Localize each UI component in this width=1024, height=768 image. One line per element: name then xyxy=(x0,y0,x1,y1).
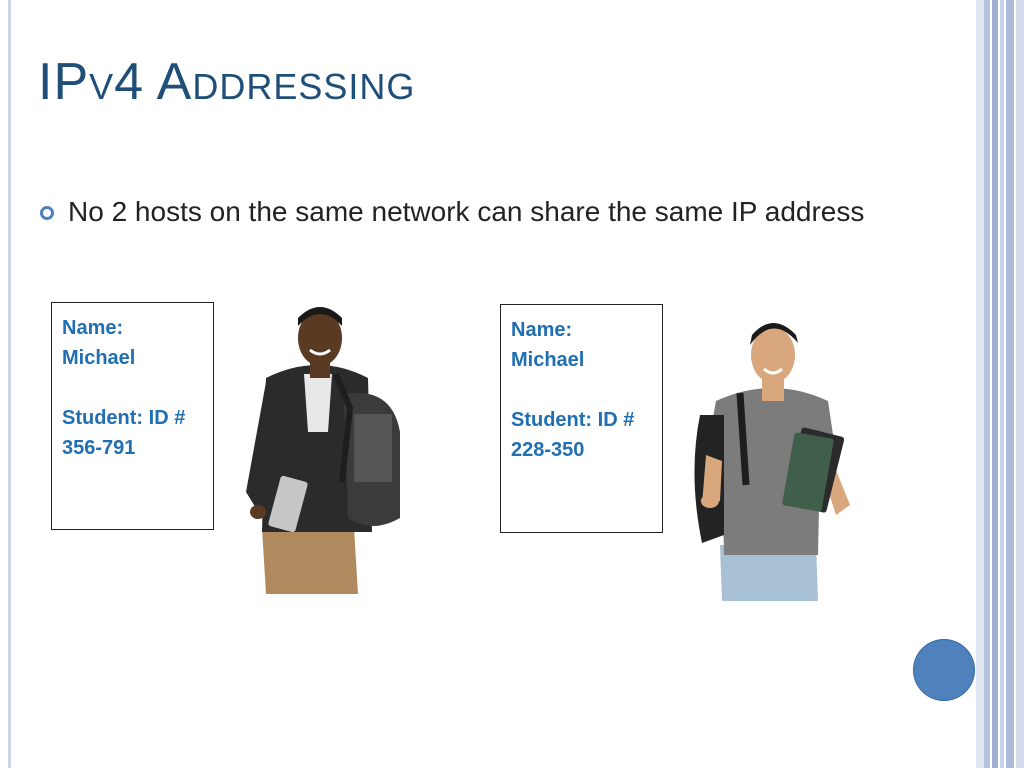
card-name-value: Michael xyxy=(62,347,136,369)
title-rest: v4 Addressing xyxy=(89,53,416,111)
slide-title: IPv4 Addressing xyxy=(38,52,415,112)
circle-bullet-icon xyxy=(40,206,54,220)
student-photo-2 xyxy=(680,305,872,601)
title-prefix: IP xyxy=(38,53,90,111)
right-decorative-stripes xyxy=(976,0,1024,768)
card-id-label: Student: ID # xyxy=(511,409,635,431)
card-id-value: 356-791 xyxy=(62,437,136,459)
card-id-value: 228-350 xyxy=(511,439,585,461)
card-name-label: Name: xyxy=(62,317,124,339)
card-name-value: Michael xyxy=(511,349,585,371)
student-id-card-2: Name: Michael Student: ID # 228-350 xyxy=(500,304,663,533)
student-photo-1 xyxy=(222,282,418,594)
slide-navigation-dot-icon xyxy=(913,639,975,701)
bullet-text: No 2 hosts on the same network can share… xyxy=(68,196,865,227)
card-name-label: Name: xyxy=(511,319,573,341)
bullet-item: No 2 hosts on the same network can share… xyxy=(40,196,864,228)
student-id-card-1: Name: Michael Student: ID # 356-791 xyxy=(51,302,214,530)
left-border-rule xyxy=(8,0,11,768)
card-id-label: Student: ID # xyxy=(62,407,186,429)
